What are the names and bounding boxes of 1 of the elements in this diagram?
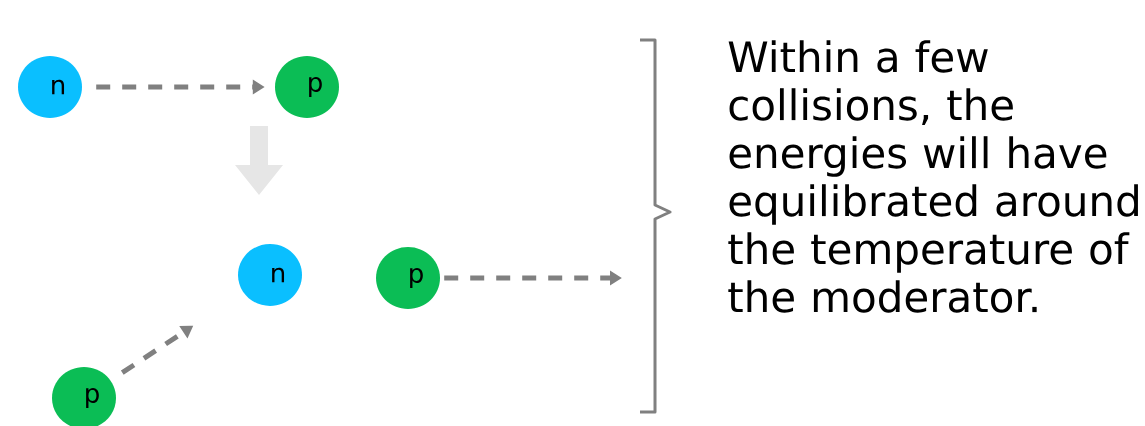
description-text: Within a few collisions, the energies will have equilibrated around the temperature of the moderator. xyxy=(728,40,1138,313)
